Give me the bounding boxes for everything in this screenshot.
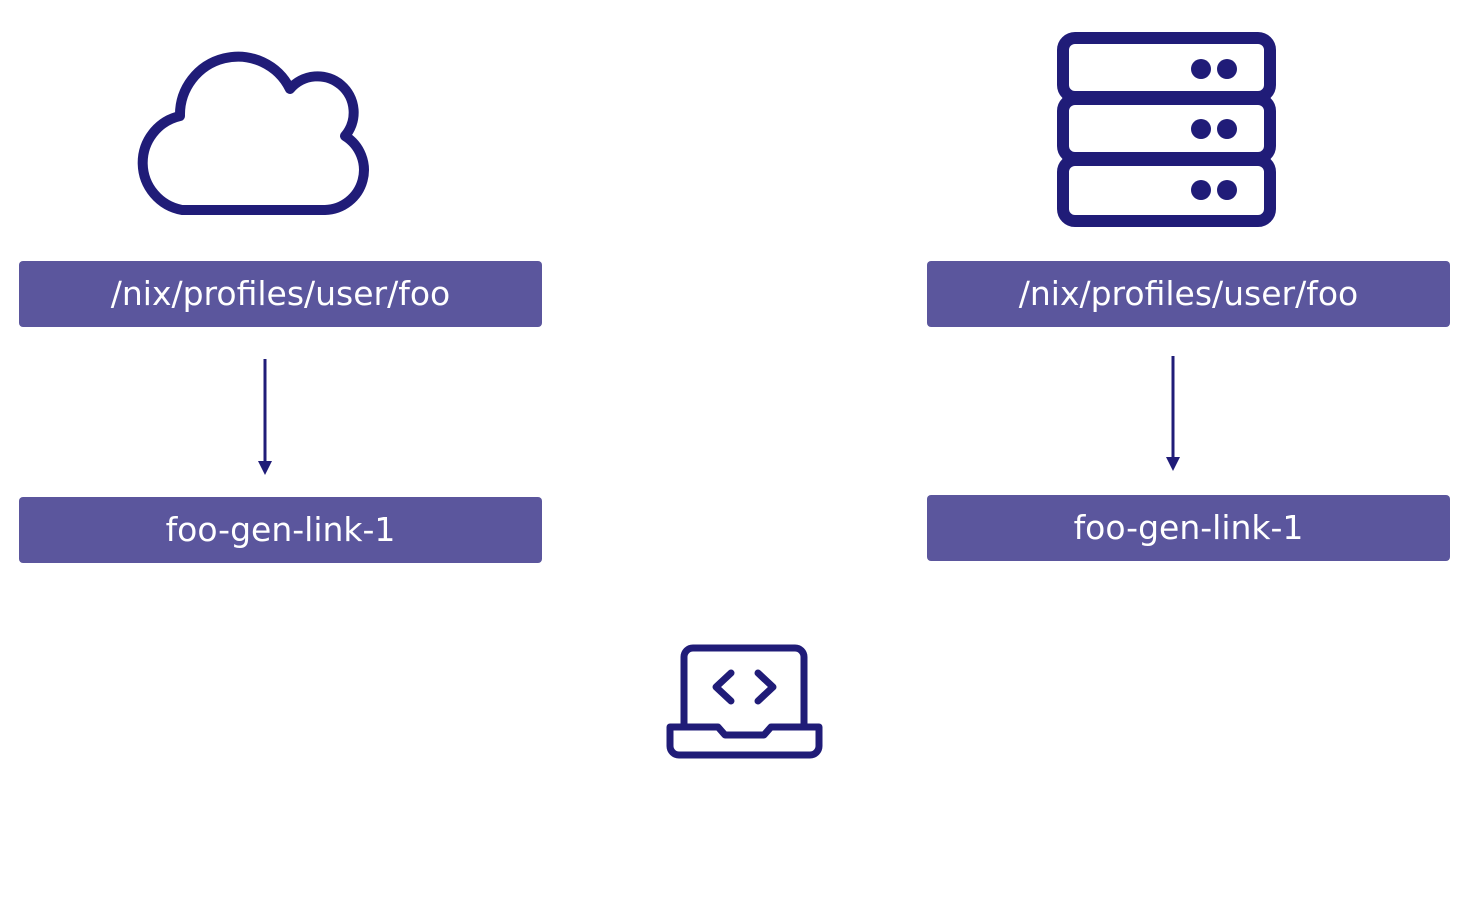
- cloud-icon: [137, 51, 369, 215]
- right-arrow: [1166, 356, 1180, 471]
- left-profile-box: /nix/profiles/user/foo: [19, 261, 542, 327]
- left-profile-label: /nix/profiles/user/foo: [110, 274, 451, 313]
- right-profile-label: /nix/profiles/user/foo: [1018, 274, 1359, 313]
- right-profile-box: /nix/profiles/user/foo: [927, 261, 1450, 327]
- laptop-code-icon: [666, 644, 823, 759]
- left-link-label: foo-gen-link-1: [165, 510, 396, 549]
- left-arrow: [258, 359, 272, 475]
- server-icon: [1057, 32, 1276, 227]
- right-link-label: foo-gen-link-1: [1073, 508, 1304, 547]
- left-link-box: foo-gen-link-1: [19, 497, 542, 563]
- right-link-box: foo-gen-link-1: [927, 495, 1450, 561]
